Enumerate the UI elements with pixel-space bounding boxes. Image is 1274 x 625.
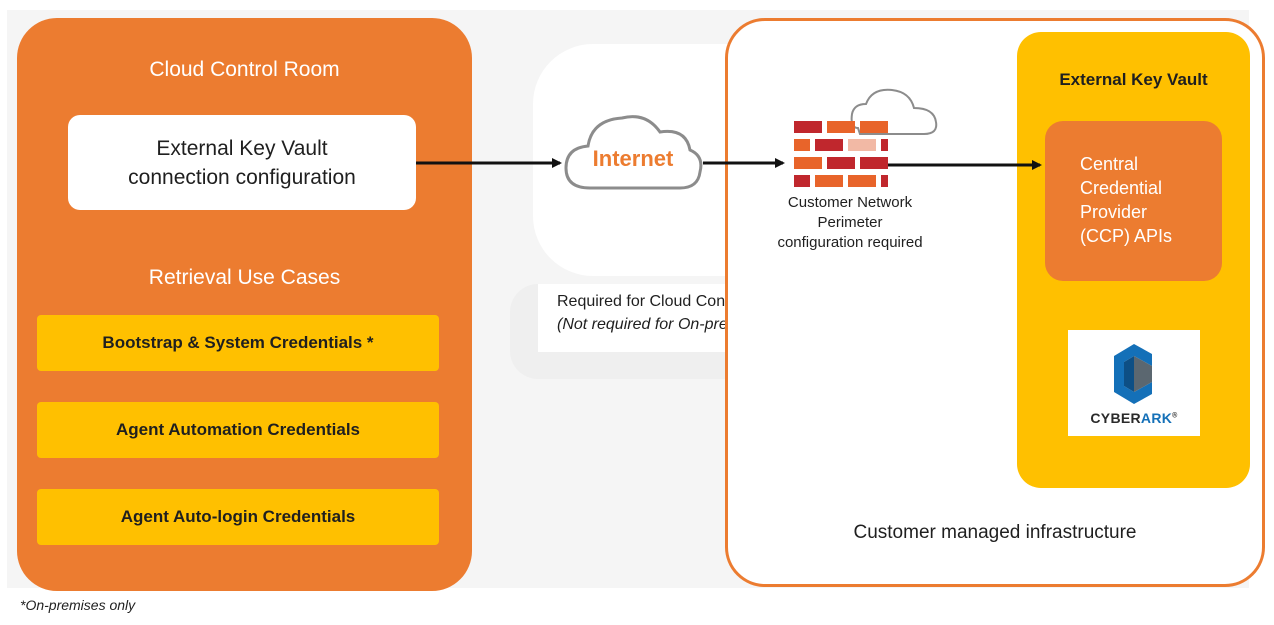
key-vault-connection-config-box: External Key Vault connection configurat… (68, 115, 416, 210)
internet-label: Internet (592, 146, 674, 171)
use-case-agent-automation: Agent Automation Credentials (37, 402, 439, 458)
ccp-apis-box (1045, 121, 1222, 281)
cyberark-logo-icon (1114, 344, 1152, 404)
cyberark-wordmark-a: CYBER (1090, 410, 1141, 426)
external-key-vault-title: External Key Vault (1059, 70, 1208, 89)
use-case-bootstrap-system: Bootstrap & System Credentials * (37, 315, 439, 371)
customer-infrastructure-label: Customer managed infrastructure (853, 522, 1137, 543)
cloud-control-room-title: Cloud Control Room (149, 58, 340, 81)
cyberark-wordmark: CYBERARK® (1068, 410, 1200, 426)
internet-cloud-icon (564, 115, 703, 190)
registered-mark: ® (1172, 412, 1178, 420)
use-case-agent-auto-login: Agent Auto-login Credentials (37, 489, 439, 545)
network-perimeter-label: Customer Network Perimeter configuration… (777, 194, 923, 251)
cyberark-wordmark-b: ARK (1140, 410, 1173, 426)
firewall-icon (794, 121, 888, 187)
customer-infrastructure-frame (725, 18, 1265, 587)
key-vault-connection-config-label: External Key Vault connection configurat… (128, 136, 356, 189)
footnote: *On-premises only (20, 597, 136, 613)
retrieval-use-cases-title: Retrieval Use Cases (148, 266, 341, 289)
ccp-apis-label: Central Credential Provider (CCP) APIs (1080, 154, 1173, 246)
